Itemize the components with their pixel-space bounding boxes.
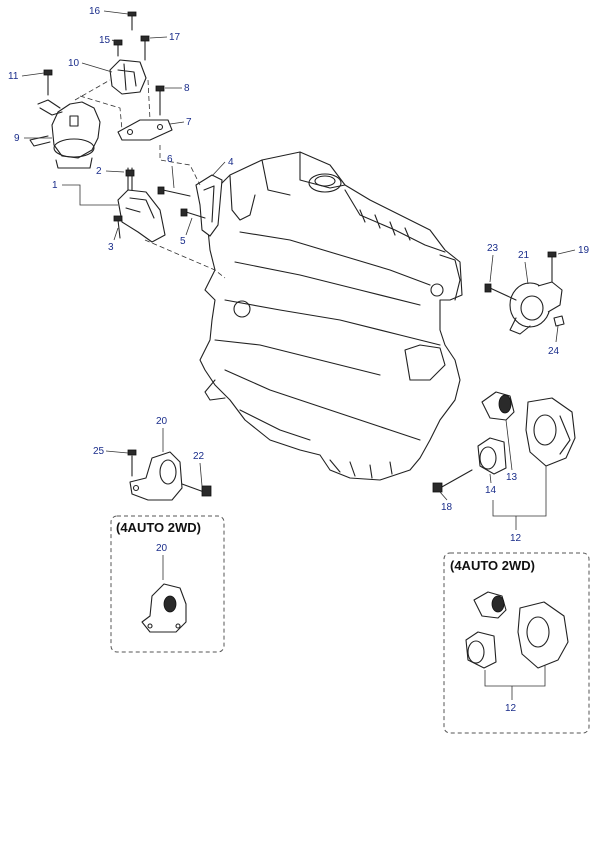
callout-9: 9 [14,133,20,144]
callout-7: 7 [186,117,192,128]
rear-mount-part-21 [484,251,565,335]
callout-18: 18 [441,502,453,513]
callout-13: 13 [506,472,518,483]
callout-5: 5 [180,236,186,247]
callout-6: 6 [167,154,173,165]
bracket-part-4 [195,174,223,237]
callout-23: 23 [487,243,499,254]
callout-15: 15 [99,35,111,46]
callout-16: 16 [89,6,101,17]
callout-4: 4 [228,157,234,168]
callout-2: 2 [96,166,102,177]
variant-box-right-title: (4AUTO 2WD) [450,558,535,573]
callout-11: 11 [8,71,19,82]
insulator-part-9 [29,99,101,169]
bracket-part-10 [109,59,147,95]
callout-3: 3 [108,242,114,253]
variant-box-left-part-label: 20 [156,543,168,554]
callout-8: 8 [184,83,190,94]
callout-12: 12 [510,533,522,544]
callout-25: 25 [93,446,105,457]
bolts-front [43,11,206,239]
front-mount-assembly [29,11,226,279]
callout-24: 24 [548,346,560,357]
callout-22: 22 [193,451,205,462]
callout-1: 1 [52,180,58,191]
callout-19: 19 [578,245,590,256]
callout-10: 10 [68,58,80,69]
variant-box-left-title: (4AUTO 2WD) [116,520,201,535]
variant-box-right-part-label: 12 [505,703,517,714]
transmission-mount-assembly [432,391,576,493]
variant-box-left: (4AUTO 2WD) 20 [110,515,225,653]
callouts: 16 15 17 10 11 8 7 9 6 4 2 1 5 3 23 19 2… [8,6,590,544]
variant-box-right: (4AUTO 2WD) 12 [443,552,590,734]
callout-21: 21 [518,250,530,261]
callout-20: 20 [156,416,168,427]
engine-block [199,151,463,481]
mount-bracket-part-1 [117,167,166,243]
mount-part-20 [127,449,212,501]
callout-17: 17 [169,32,181,43]
bracket-part-7 [117,119,173,141]
callout-14: 14 [485,485,497,496]
